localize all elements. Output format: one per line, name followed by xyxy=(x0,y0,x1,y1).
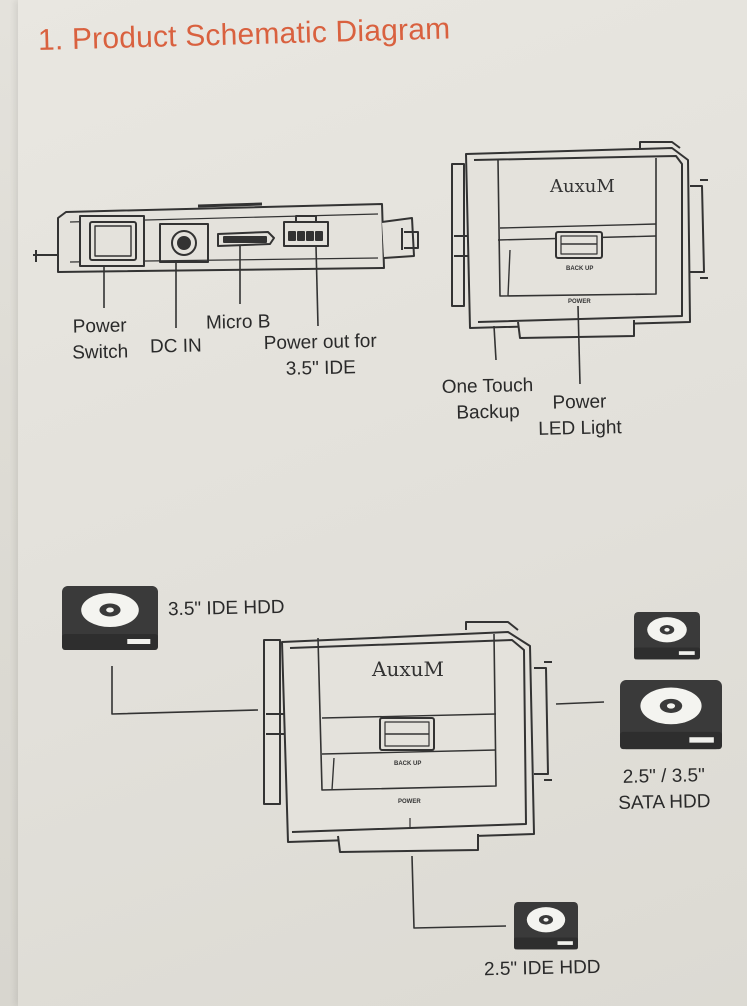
hdd-25-ide-icon xyxy=(514,902,578,950)
ide25-hdd-label: 2.5" IDE HDD xyxy=(483,956,601,981)
ide35-hdd-label: 3.5" IDE HDD xyxy=(167,596,285,621)
dc-in-label: DC IN xyxy=(149,335,202,358)
power-led-label-line1: Power xyxy=(552,391,607,414)
power-switch-label-line2: Switch xyxy=(72,341,129,364)
sata-label-line2: SATA HDD xyxy=(618,791,711,814)
side-view-adapter xyxy=(33,202,419,328)
power-led-label: Power LED Light xyxy=(537,389,622,443)
connection-power-text: POWER xyxy=(398,799,421,805)
sata-label-line1: 2.5" / 3.5" xyxy=(622,765,706,788)
front-backup-text: BACK UP xyxy=(566,266,593,272)
one-touch-label-line2: Backup xyxy=(456,401,520,424)
backup-button xyxy=(555,231,603,259)
connection-brand: AuxuM xyxy=(371,657,444,681)
one-touch-label-line1: One Touch xyxy=(441,375,534,398)
power-out-label-line2: 3.5" IDE xyxy=(285,357,357,380)
sata-hdd-label: 2.5" / 3.5" SATA HDD xyxy=(617,763,711,817)
dc-in-port xyxy=(159,223,209,263)
power-switch-port xyxy=(79,215,145,267)
front-power-text: POWER xyxy=(568,299,591,305)
connection-adapter xyxy=(111,621,605,929)
power-switch-label: Power Switch xyxy=(71,313,128,366)
power-out-label-line1: Power out for xyxy=(263,330,377,355)
one-touch-backup-label: One Touch Backup xyxy=(441,373,534,427)
connection-backup-text: BACK UP xyxy=(394,761,421,767)
power-out-label: Power out for 3.5" IDE xyxy=(263,329,377,383)
hdd-sata-large-icon xyxy=(620,680,722,750)
hdd-sata-small-icon xyxy=(634,612,700,660)
micro-b-port xyxy=(217,231,275,247)
front-brand: AuxuM xyxy=(549,176,615,197)
connection-backup-button xyxy=(379,717,435,751)
micro-b-label: Micro B xyxy=(205,311,271,334)
power-switch-label-line1: Power xyxy=(72,315,127,338)
front-view-adapter xyxy=(451,141,708,385)
power-out-port xyxy=(283,215,329,247)
power-led-label-line2: LED Light xyxy=(538,417,622,440)
hdd-35-ide-icon xyxy=(62,586,158,650)
